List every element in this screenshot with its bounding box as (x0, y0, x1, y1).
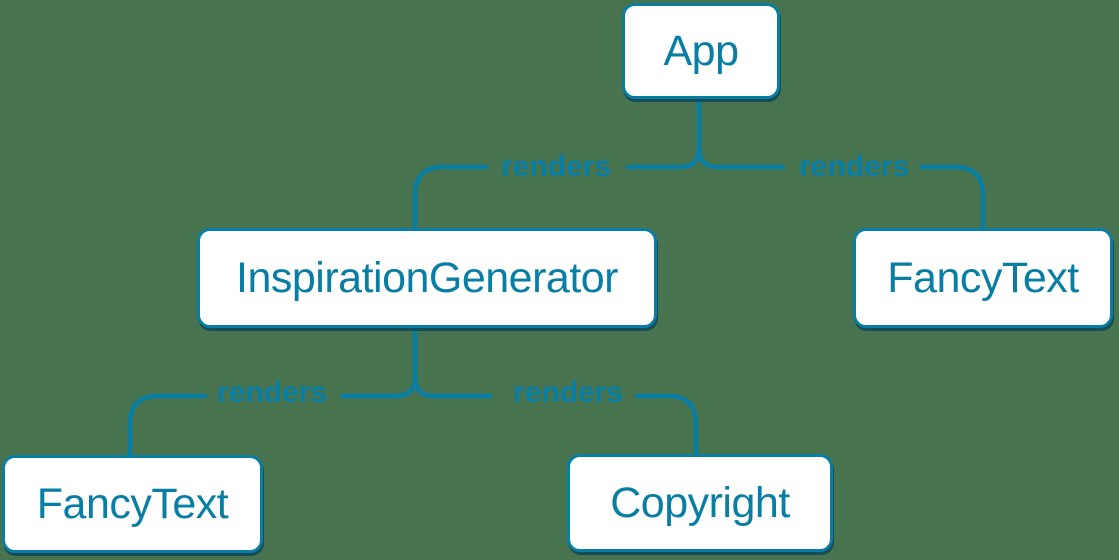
node-inspiration-generator-label: InspirationGenerator (236, 253, 619, 302)
edge-inspirationgenerator-to-copyright (412, 374, 699, 459)
node-copyright: Copyright (567, 454, 833, 552)
edge-label-app-fancytext: renders (798, 150, 910, 183)
node-fancy-text-top-label: FancyText (887, 253, 1079, 302)
node-app-label: App (663, 26, 739, 75)
node-fancy-text-bottom: FancyText (2, 455, 263, 553)
edge-label-inspirationgenerator-fancytext: renders (216, 376, 328, 409)
node-inspiration-generator: InspirationGenerator (197, 228, 657, 328)
edge-app-to-fancytext (696, 145, 986, 233)
node-fancy-text-bottom-label: FancyText (36, 479, 229, 528)
node-copyright-label: Copyright (610, 478, 790, 527)
node-fancy-text-top: FancyText (853, 228, 1113, 328)
edge-label-app-inspirationgenerator: renders (500, 150, 612, 183)
edge-label-inspirationgenerator-copyright: renders (512, 376, 624, 409)
node-app: App (622, 3, 780, 99)
